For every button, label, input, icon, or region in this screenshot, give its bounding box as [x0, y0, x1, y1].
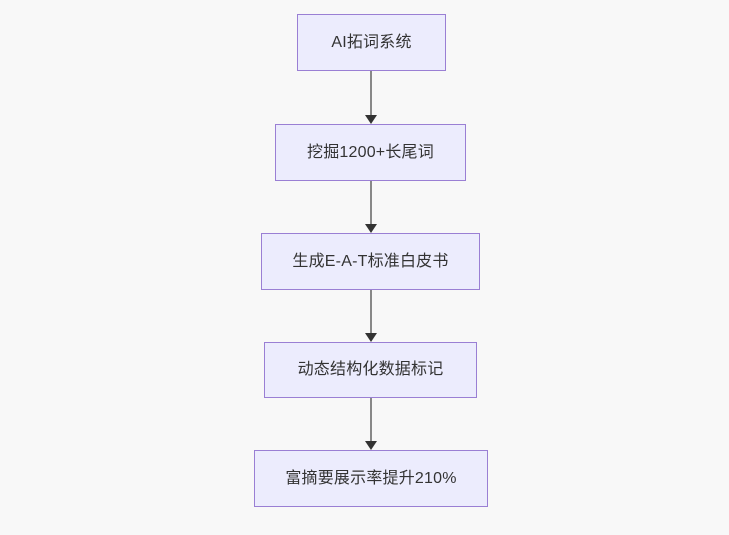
arrow-down-icon: [365, 224, 377, 233]
flow-node-label: AI拓词系统: [331, 33, 412, 51]
connector-line: [370, 290, 372, 334]
connector-line: [370, 71, 372, 116]
flow-node-mine-longtail-keywords[interactable]: 挖掘1200+长尾词: [275, 124, 466, 181]
connector-line: [370, 398, 372, 442]
flow-node-ai-keyword-system[interactable]: AI拓词系统: [297, 14, 446, 71]
flow-node-rich-snippet-rate-increase[interactable]: 富摘要展示率提升210%: [254, 450, 488, 507]
flow-connector-arrow: [359, 71, 383, 124]
arrow-down-icon: [365, 333, 377, 342]
arrow-down-icon: [365, 441, 377, 450]
connector-line: [370, 181, 372, 225]
arrow-down-icon: [365, 115, 377, 124]
flow-connector-arrow: [359, 290, 383, 342]
flow-node-label: 富摘要展示率提升210%: [285, 469, 457, 487]
flow-connector-arrow: [359, 398, 383, 450]
flow-node-generate-eat-whitepaper[interactable]: 生成E-A-T标准白皮书: [261, 233, 480, 290]
flow-node-label: 生成E-A-T标准白皮书: [292, 252, 449, 270]
flow-connector-arrow: [359, 181, 383, 233]
flow-node-dynamic-structured-data-markup[interactable]: 动态结构化数据标记: [264, 342, 477, 398]
flow-node-label: 动态结构化数据标记: [297, 361, 444, 379]
flow-node-label: 挖掘1200+长尾词: [307, 143, 434, 161]
